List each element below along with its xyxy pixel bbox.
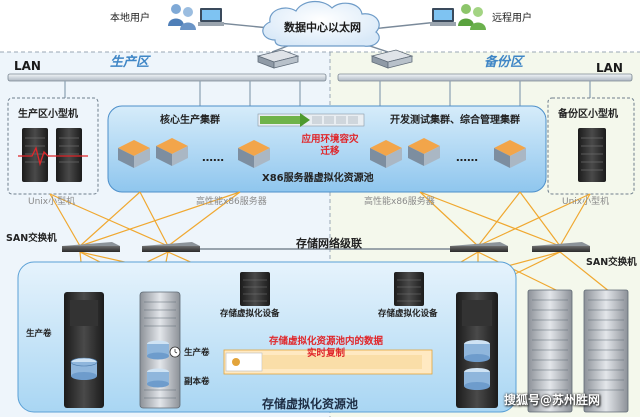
backup-minicomputer-caption: Unix小型机 bbox=[562, 197, 610, 207]
san-switch-center-right-icon bbox=[450, 242, 508, 252]
production-volume-rack-icon bbox=[64, 292, 104, 408]
realtime-copy-strip bbox=[223, 349, 433, 375]
production-minicomputer-icon bbox=[18, 128, 88, 182]
local-user-label: 本地用户 bbox=[110, 13, 150, 24]
backup-minicomputer-title: 备份区小型机 bbox=[558, 109, 618, 120]
x86-caption-left: 高性能x86服务器 bbox=[196, 197, 267, 207]
storage-virt-device-right-icon bbox=[394, 272, 424, 306]
backup-minicomputer-icon bbox=[578, 128, 606, 182]
san-switch-center-left-icon bbox=[142, 242, 200, 252]
production-zone-title: 生产区 bbox=[110, 55, 150, 70]
backup-zone-title: 备份区 bbox=[484, 55, 524, 70]
san-switch-left-icon bbox=[62, 242, 120, 252]
realtime-copy-label: 存储虚拟化资源池内的数据实时复制 bbox=[268, 336, 383, 359]
production-volume-2-label: 生产卷 bbox=[184, 348, 210, 358]
storage-cascade-label: 存储网络级联 bbox=[296, 237, 362, 250]
production-volume-label: 生产卷 bbox=[26, 329, 52, 339]
lan-label-right: LAN bbox=[596, 61, 623, 75]
x86-pool-label: X86服务器虚拟化资源池 bbox=[262, 173, 374, 184]
production-minicomputer-box bbox=[7, 97, 99, 195]
dev-cluster-title: 开发测试集群、综合管理集群 bbox=[390, 115, 520, 126]
x86-caption-right: 高性能x86服务器 bbox=[364, 197, 435, 207]
san-switch-right-icon bbox=[532, 242, 590, 252]
vm-migration-strip bbox=[257, 113, 365, 127]
san-switch-right-label: SAN交换机 bbox=[586, 257, 637, 268]
replica-rack-icon bbox=[139, 291, 181, 409]
production-minicomputer-caption: Unix小型机 bbox=[28, 197, 76, 207]
storage-virt-device-left-icon bbox=[240, 272, 270, 306]
core-cluster-ellipsis: …… bbox=[202, 151, 224, 164]
router-left-icon bbox=[256, 49, 300, 69]
core-cluster-title: 核心生产集群 bbox=[160, 115, 220, 126]
storage-virt-device-right-label: 存储虚拟化设备 bbox=[378, 309, 438, 319]
san-switch-left-label: SAN交换机 bbox=[6, 233, 57, 244]
backup-storage-racks-icon bbox=[527, 289, 629, 413]
cloud-label: 数据中心以太网 bbox=[284, 21, 361, 34]
dev-cluster-servers bbox=[370, 138, 526, 168]
storage-pool-title: 存储虚拟化资源池 bbox=[262, 397, 359, 411]
replica-volume-label: 副本卷 bbox=[184, 377, 210, 387]
local-users-icon bbox=[168, 4, 224, 30]
datacenter-cloud bbox=[262, 1, 380, 47]
core-cluster-servers bbox=[118, 138, 270, 168]
backup-minicomputer-box bbox=[547, 97, 635, 195]
storage-virt-device-left-label: 存储虚拟化设备 bbox=[220, 309, 280, 319]
lan-bar-right bbox=[337, 73, 633, 82]
watermark: 搜狐号@苏州胜网 bbox=[504, 393, 601, 407]
remote-user-label: 远程用户 bbox=[492, 13, 532, 24]
lan-label-left: LAN bbox=[14, 59, 41, 73]
remote-users-icon bbox=[430, 4, 486, 30]
production-minicomputer-title: 生产区小型机 bbox=[18, 109, 78, 120]
router-right-icon bbox=[370, 49, 414, 69]
migration-label: 应用环境容灾迁移 bbox=[301, 134, 359, 157]
backup-volume-rack-icon bbox=[456, 292, 498, 408]
dev-cluster-ellipsis: …… bbox=[456, 151, 478, 164]
lan-bar-left bbox=[7, 73, 327, 82]
x86-virtualization-pool bbox=[107, 105, 547, 193]
